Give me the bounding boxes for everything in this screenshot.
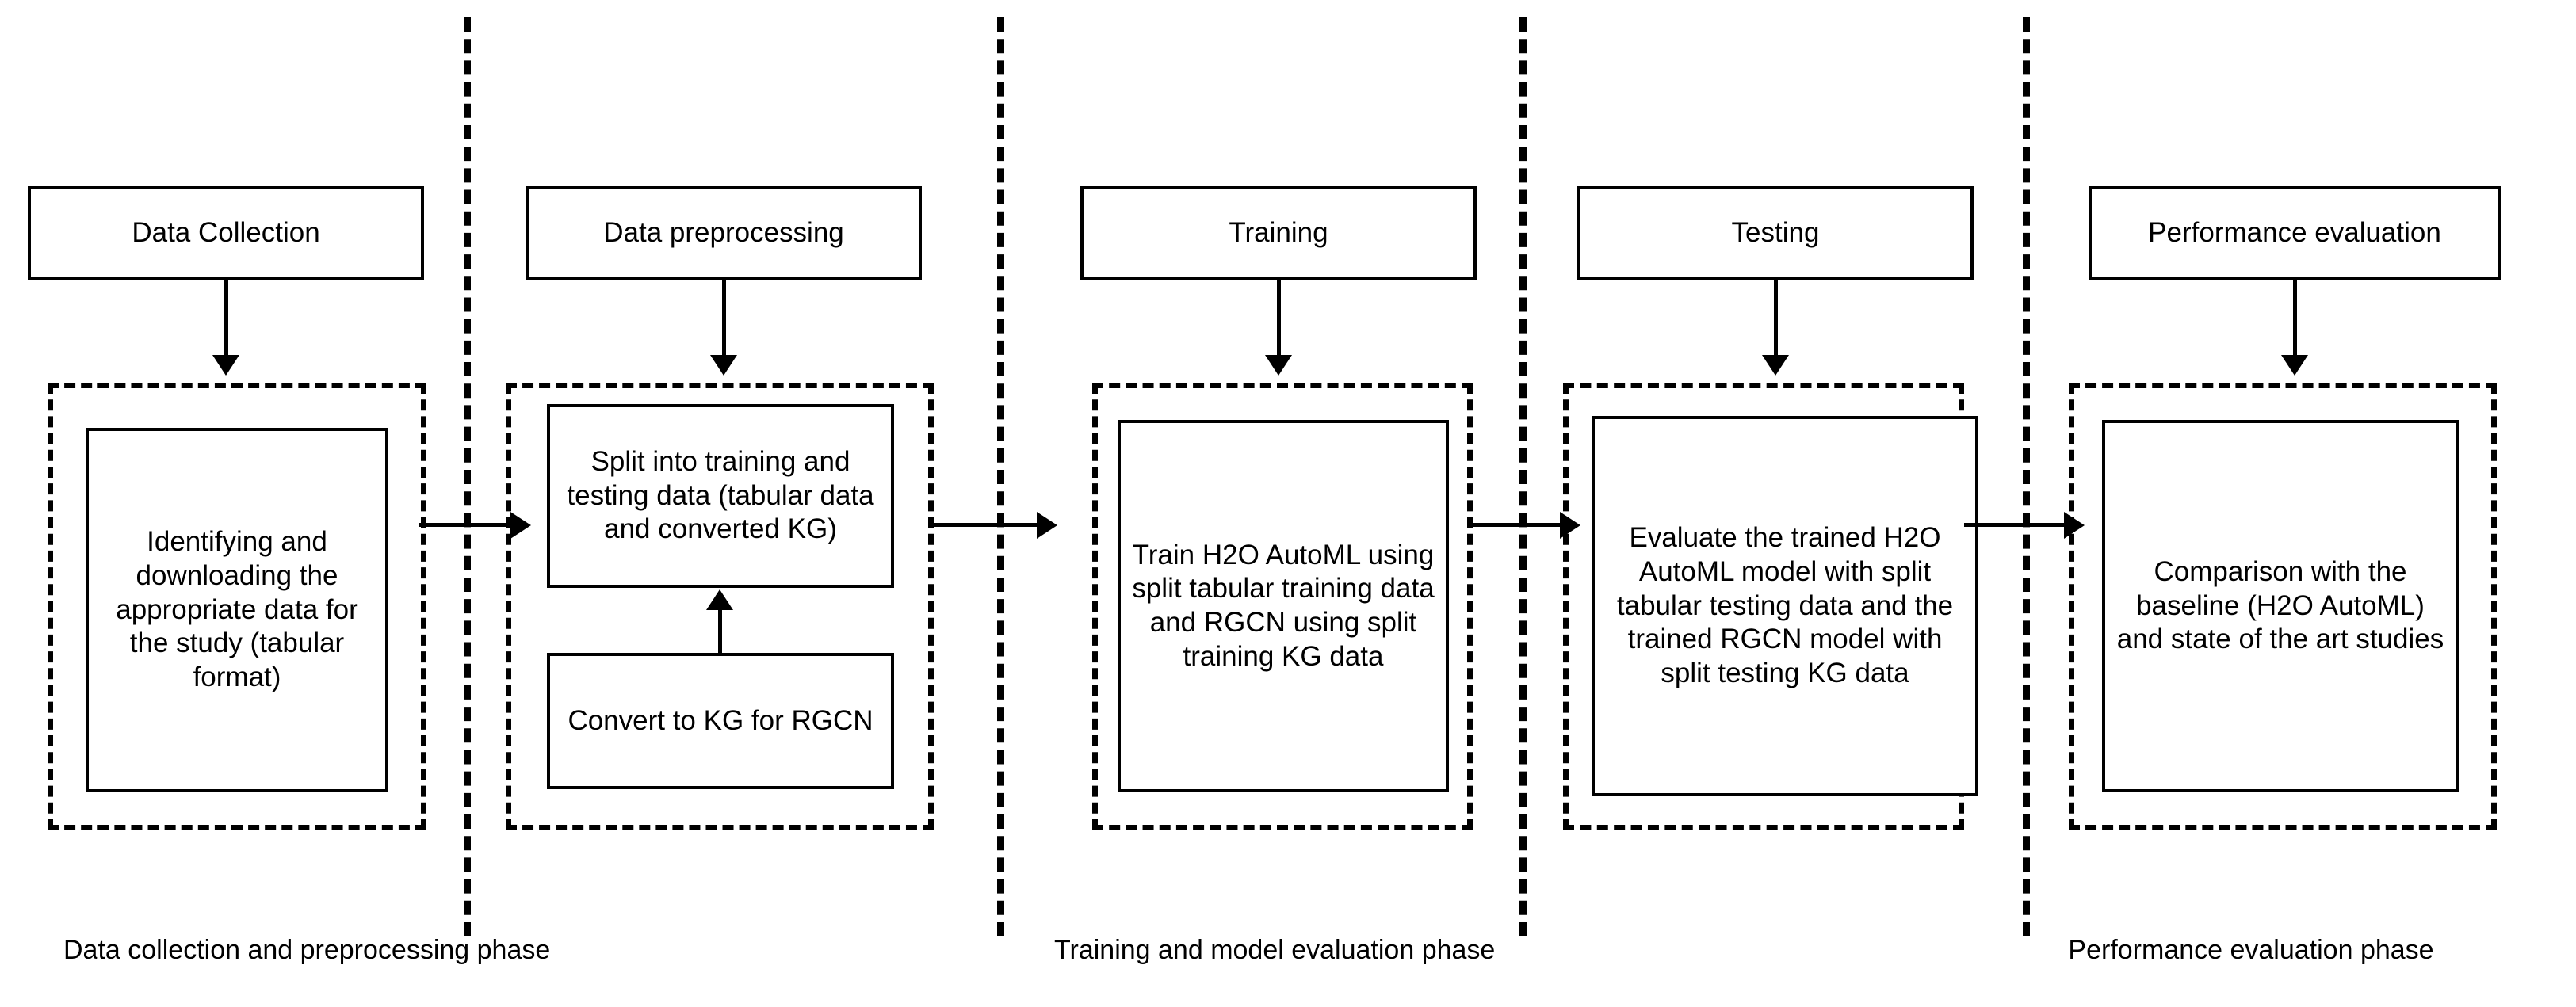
vertical-arrow-stem-data-collection	[224, 280, 228, 359]
phase-arrow-stem-2-3	[929, 523, 1040, 527]
up-arrow-stem-convert-to-split	[718, 610, 722, 653]
phase-divider-2	[997, 17, 1004, 936]
vertical-arrow-head-testing	[1762, 355, 1789, 376]
step-box-comparison-baseline[interactable]: Comparison with the baseline (H2O AutoML…	[2102, 420, 2459, 792]
dashed-group-data-collection	[48, 383, 426, 830]
step-box-convert-to-kg[interactable]: Convert to KG for RGCN	[547, 653, 894, 789]
phase-arrow-stem-1-2	[419, 523, 514, 527]
vertical-arrow-head-training	[1265, 355, 1292, 376]
vertical-arrow-head-data-collection	[212, 355, 239, 376]
dashed-group-performance-evaluation	[2069, 383, 2497, 830]
dashed-group-data-preprocessing	[506, 383, 934, 830]
header-box-data-preprocessing[interactable]: Data preprocessing	[526, 186, 922, 280]
vertical-arrow-stem-data-preprocessing	[722, 280, 726, 359]
phase-arrow-head-2-3	[1037, 512, 1057, 539]
up-arrow-head-convert-to-split	[706, 589, 733, 610]
step-box-train-models[interactable]: Train H2O AutoML using split tabular tra…	[1118, 420, 1449, 792]
phase-arrow-head-4-5	[2064, 512, 2085, 539]
header-box-performance-evaluation[interactable]: Performance evaluation	[2089, 186, 2501, 280]
vertical-arrow-stem-performance-evaluation	[2293, 280, 2297, 359]
vertical-arrow-stem-testing	[1774, 280, 1778, 359]
header-box-data-collection[interactable]: Data Collection	[28, 186, 424, 280]
phase-arrow-head-1-2	[510, 512, 531, 539]
header-box-testing[interactable]: Testing	[1577, 186, 1974, 280]
dashed-group-training	[1092, 383, 1473, 830]
phase-caption-performance-evaluation: Performance evaluation phase	[2068, 935, 2434, 965]
step-box-split-train-test[interactable]: Split into training and testing data (ta…	[547, 404, 894, 588]
phase-caption-data-collection-preprocessing: Data collection and preprocessing phase	[63, 935, 551, 965]
step-box-evaluate-models[interactable]: Evaluate the trained H2O AutoML model wi…	[1592, 416, 1978, 796]
phase-divider-1	[464, 17, 471, 936]
phase-divider-4	[2023, 17, 2030, 936]
phase-arrow-stem-4-5	[1964, 523, 2067, 527]
vertical-arrow-stem-training	[1277, 280, 1281, 359]
vertical-arrow-head-data-preprocessing	[710, 355, 737, 376]
phase-divider-3	[1519, 17, 1527, 936]
phase-caption-training-model-evaluation: Training and model evaluation phase	[1054, 935, 1496, 965]
vertical-arrow-head-performance-evaluation	[2281, 355, 2308, 376]
step-box-identify-download[interactable]: Identifying and downloading the appropri…	[86, 428, 388, 792]
phase-arrow-stem-3-4	[1468, 523, 1563, 527]
header-box-training[interactable]: Training	[1080, 186, 1477, 280]
